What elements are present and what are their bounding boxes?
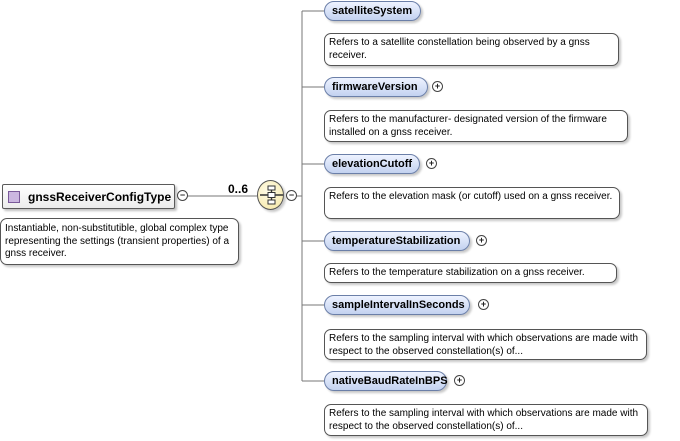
complex-type-icon: [8, 190, 20, 203]
complex-type-box[interactable]: gnssReceiverConfigType: [2, 184, 175, 209]
element-firmwareVersion[interactable]: firmwareVersion: [324, 77, 428, 97]
expand-icon[interactable]: +: [426, 158, 437, 169]
expand-icon[interactable]: +: [454, 375, 465, 386]
element-satelliteSystem[interactable]: satelliteSystem: [324, 1, 421, 21]
element-elevationCutoff[interactable]: elevationCutoff: [324, 154, 420, 174]
element-documentation: Refers to a satellite constellation bein…: [324, 33, 619, 66]
collapse-type-icon[interactable]: −: [177, 190, 188, 201]
sequence-compositor[interactable]: [257, 180, 284, 210]
element-name: firmwareVersion: [332, 81, 418, 93]
element-nativeBaudRateInBPS[interactable]: nativeBaudRateInBPS: [324, 371, 448, 391]
element-documentation: Refers to the sampling interval with whi…: [324, 404, 648, 436]
occurrence-label: 0..6: [228, 182, 249, 196]
element-documentation: Refers to the elevation mask (or cutoff)…: [324, 187, 620, 219]
element-name: sampleIntervalInSeconds: [332, 299, 465, 311]
collapse-sequence-icon[interactable]: −: [286, 190, 297, 201]
element-name: elevationCutoff: [332, 158, 413, 170]
sequence-icon: [260, 185, 283, 205]
element-documentation: Refers to the sampling interval with whi…: [324, 329, 647, 360]
expand-icon[interactable]: +: [432, 81, 443, 92]
expand-icon[interactable]: +: [478, 299, 489, 310]
expand-icon[interactable]: +: [476, 235, 487, 246]
element-documentation: Refers to the temperature stabilization …: [324, 263, 617, 283]
element-name: satelliteSystem: [332, 5, 413, 17]
element-documentation: Refers to the manufacturer- designated v…: [324, 110, 628, 142]
complex-type-documentation: Instantiable, non-substitutible, global …: [0, 218, 239, 265]
element-name: nativeBaudRateInBPS: [332, 375, 448, 387]
complex-type-name: gnssReceiverConfigType: [28, 189, 172, 204]
element-name: temperatureStabilization: [332, 235, 461, 247]
element-sampleIntervalInSeconds[interactable]: sampleIntervalInSeconds: [324, 295, 470, 315]
element-temperatureStabilization[interactable]: temperatureStabilization: [324, 231, 470, 251]
